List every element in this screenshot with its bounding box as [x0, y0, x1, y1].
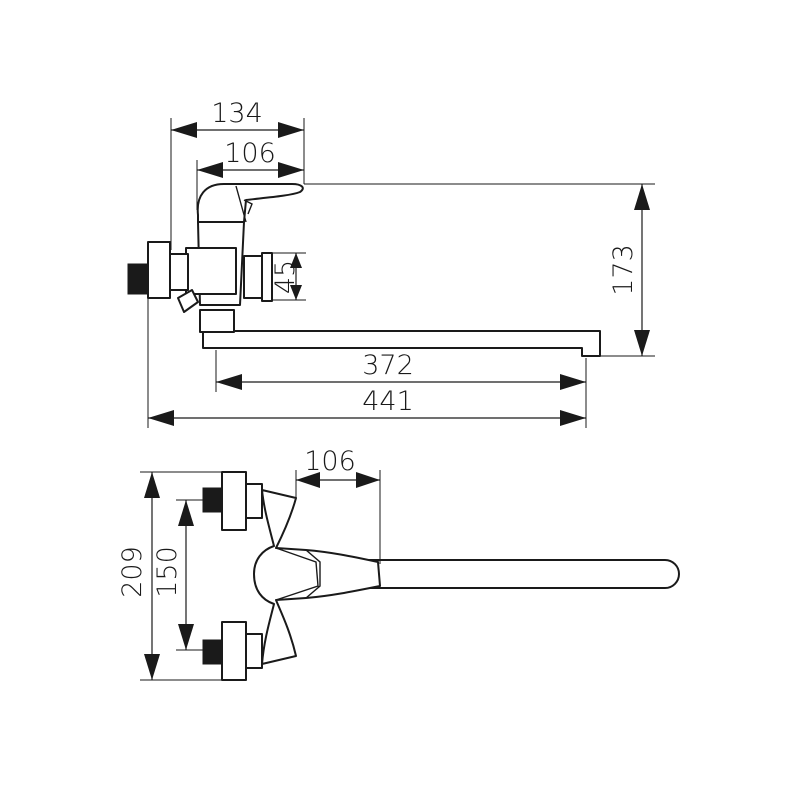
top-view-lower-inlet [202, 639, 223, 665]
top-view-spout [359, 559, 680, 589]
side-view-spout-neck [199, 309, 235, 333]
top-view-body-detail [275, 547, 321, 601]
top-view-lower-nut [245, 633, 263, 669]
dim-label-106-top: 106 [304, 446, 356, 477]
dim-label-173: 173 [608, 244, 639, 296]
side-view-valve-block [185, 247, 237, 295]
side-view-right-connector-cap [261, 252, 273, 302]
dim-label-150: 150 [152, 546, 183, 598]
side-view-spout [202, 330, 601, 357]
side-view-wall-flange [147, 241, 171, 299]
side-view-dimensions: 134 106 173 45 372 441 [147, 98, 655, 428]
dim-label-106-side: 106 [224, 138, 276, 169]
side-view-handle-detail [235, 185, 253, 223]
side-view-handle-lever [196, 183, 304, 223]
top-view-upper-nut [245, 483, 263, 519]
side-view-inlet-stub [127, 263, 149, 295]
top-view-upper-flange [221, 471, 247, 531]
top-view-dimensions: 106 209 150 [117, 446, 381, 681]
side-view-diverter-knob [177, 289, 199, 313]
top-view-lower-flange [221, 621, 247, 681]
dim-label-441: 441 [362, 386, 414, 417]
dim-label-209: 209 [117, 546, 148, 598]
side-view [127, 183, 601, 357]
dim-label-45: 45 [270, 260, 301, 294]
side-view-valve-nut [169, 253, 189, 291]
dim-label-372: 372 [362, 350, 414, 381]
top-view [202, 471, 680, 681]
dim-label-134: 134 [211, 98, 263, 129]
